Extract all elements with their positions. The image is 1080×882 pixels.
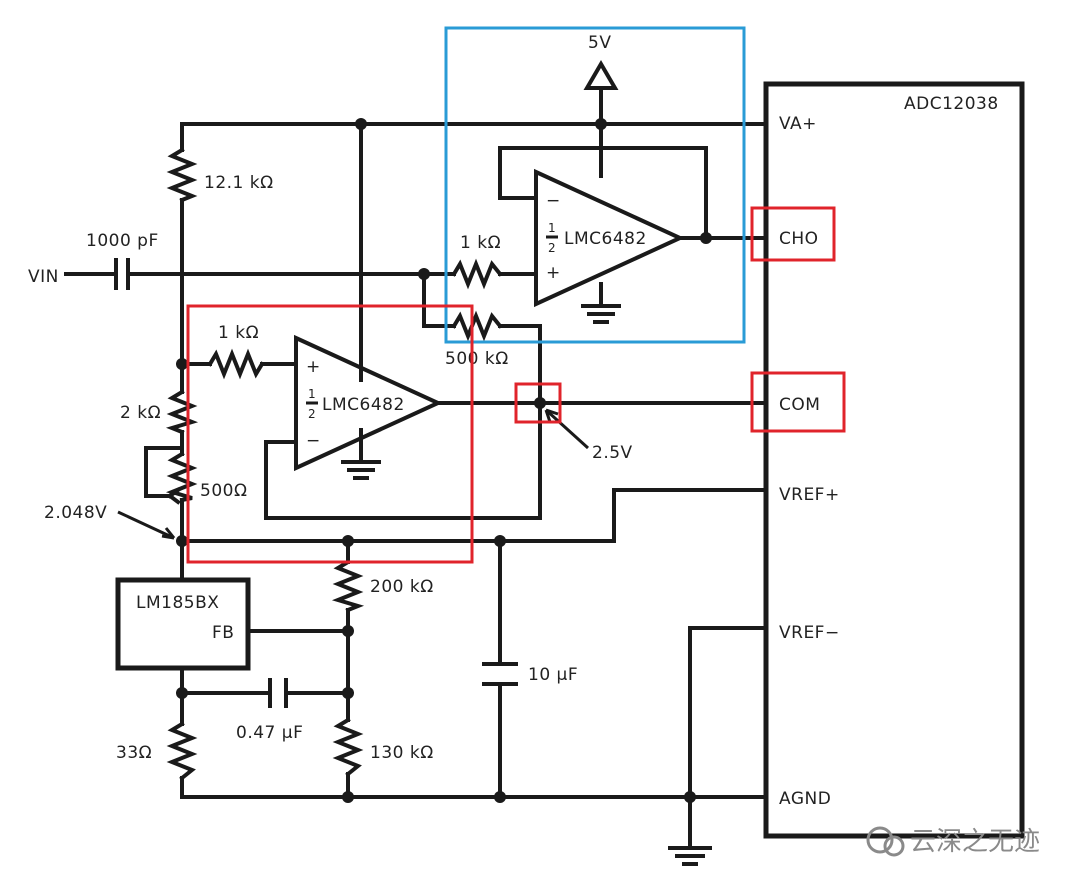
opamp-lower-plus: + [306,357,321,377]
opamp-lower-frac-den: 2 [308,407,316,421]
resistor-r-33 [166,721,198,781]
watermark-text: 云深之无迹 [910,827,1040,857]
highlight-box-ch0-pin [750,206,836,262]
resistor-r-in-lower-label: 1 kΩ [218,323,259,343]
highlight-box-lower-buffer [186,304,474,564]
resistor-r-200k [331,559,365,613]
capacitor-c-10u [482,662,518,686]
pin-ch0-label: CHO [779,229,819,249]
supply-5v-symbol [583,60,619,90]
adc-chip-name: ADC12038 [904,94,999,114]
opamp-upper-frac-num: 1 [548,221,556,235]
opamp-lower-minus: − [306,431,321,451]
resistor-r-pot-label: 500Ω [200,481,247,501]
opamp-upper [534,168,685,308]
highlight-box-com-node [514,382,562,424]
resistor-r-fb-upper-label: 500 kΩ [445,349,509,369]
opamp-upper-plus: + [546,263,561,283]
highlight-box-upper-buffer [444,26,746,344]
vin-label: VIN [28,267,59,287]
resistor-r-fb-upper [451,310,503,342]
resistor-r-200k-label: 200 kΩ [370,577,434,597]
resistor-r-2k-label: 2 kΩ [120,403,161,423]
capacitor-c-in [114,258,130,290]
watermark-logo [866,826,905,857]
resistor-r-2k [165,389,199,435]
resistor-r-in-upper [451,258,503,290]
resistor-r-130k-label: 130 kΩ [370,743,434,763]
capacitor-c-047 [268,678,288,708]
junction-dots [176,118,712,803]
resistor-r-top-label: 12.1 kΩ [204,173,274,193]
capacitor-c-047-label: 0.47 µF [236,723,303,743]
reference-ic-body [115,577,251,671]
pin-va-label: VA+ [779,114,817,134]
resistor-r-top [166,147,198,203]
resistor-r-33-label: 33Ω [116,743,152,763]
highlight-box-com-pin [750,371,846,433]
pin-vref-neg-label: VREF− [779,623,840,643]
capacitor-c-10u-label: 10 µF [528,665,578,685]
opamp-upper-part: LMC6482 [564,229,647,249]
capacitor-c-in-label: 1000 pF [86,231,159,251]
voltage-mid-node-label: 2.5V [592,443,633,463]
opamp-lower [294,334,443,472]
supply-5v-label: 5V [588,33,611,53]
opamp-lower-part: LMC6482 [322,395,405,415]
opamp-lower-frac-num: 1 [308,387,316,401]
voltage-ref-node-label: 2.048V [44,503,107,523]
resistor-r-130k [332,717,364,777]
ground-symbol [341,460,381,480]
ground-symbol [581,304,621,324]
reference-ic-part: LM185BX [136,593,219,613]
opamp-upper-minus: − [546,191,561,211]
pin-agnd-label: AGND [779,789,831,809]
pin-vref-pos-label: VREF+ [779,485,840,505]
resistor-r-in-lower [207,348,265,380]
adc-chip-body [763,81,1025,839]
ground-symbol [668,846,712,866]
reference-ic-fb: FB [212,623,234,643]
wires [64,86,768,848]
pin-com-label: COM [779,395,820,415]
resistor-r-in-upper-label: 1 kΩ [460,233,501,253]
opamp-upper-frac-den: 2 [548,241,556,255]
